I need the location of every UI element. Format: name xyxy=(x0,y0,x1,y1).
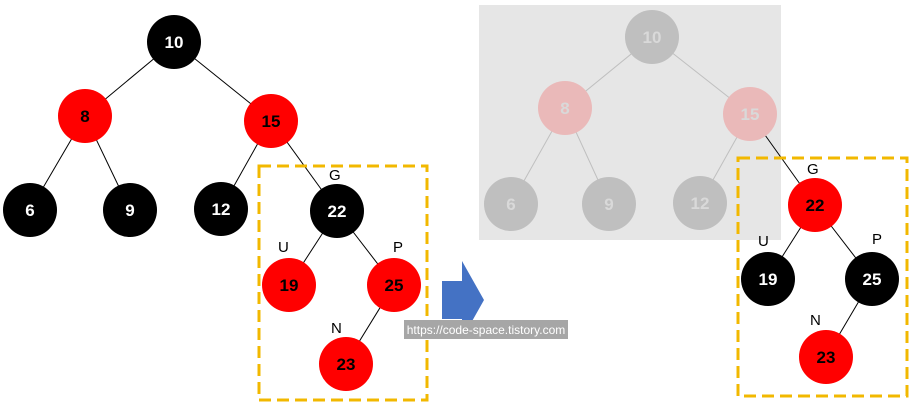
node-label: 6 xyxy=(25,201,34,220)
node-label: 23 xyxy=(817,348,836,367)
after-node-15: 15 xyxy=(723,87,777,141)
node-label: 25 xyxy=(863,270,882,289)
node-label: 10 xyxy=(165,33,184,52)
node-label: 8 xyxy=(560,99,569,118)
node-label: 15 xyxy=(741,105,760,124)
node-label: 10 xyxy=(643,28,662,47)
before-node-9: 9 xyxy=(103,183,157,237)
before-node-10: 10 xyxy=(147,15,201,69)
after-highlight-box xyxy=(736,156,909,398)
tag-parent: P xyxy=(872,231,882,248)
after-node-12: 12 xyxy=(673,176,727,230)
before-node-8: 8 xyxy=(58,89,112,143)
node-label: 25 xyxy=(385,276,404,295)
after-node-8: 8 xyxy=(538,81,592,135)
tag-uncle: U xyxy=(758,233,769,250)
node-label: 23 xyxy=(337,355,356,374)
after-node-25: 25 xyxy=(845,252,899,306)
after-node-10: 10 xyxy=(625,10,679,64)
tag-grandparent: G xyxy=(807,161,819,178)
node-label: 9 xyxy=(125,201,134,220)
before-highlight-box xyxy=(257,164,429,402)
after-node-19: 19 xyxy=(741,252,795,306)
node-label: 22 xyxy=(328,202,347,221)
node-label: 19 xyxy=(759,270,778,289)
before-node-15: 15 xyxy=(244,94,298,148)
tag-new-node: N xyxy=(810,312,821,329)
tag-parent: P xyxy=(393,239,403,256)
tag-uncle: U xyxy=(278,239,289,256)
svg-text:https://code-space.tistory.com: https://code-space.tistory.com xyxy=(407,323,566,337)
before-node-23: 23 xyxy=(319,337,373,391)
node-label: 12 xyxy=(691,194,710,213)
after-node-6: 6 xyxy=(484,177,538,231)
before-node-12: 12 xyxy=(194,182,248,236)
tag-grandparent: G xyxy=(329,167,341,184)
after-node-23: 23 xyxy=(799,330,853,384)
after-node-22: 22 xyxy=(788,178,842,232)
watermark: https://code-space.tistory.com xyxy=(404,320,568,339)
before-node-25: 25 xyxy=(367,258,421,312)
before-node-19: 19 xyxy=(262,258,316,312)
tag-new-node: N xyxy=(331,320,342,337)
node-label: 12 xyxy=(212,200,231,219)
before-node-22: 22 xyxy=(310,184,364,238)
before-node-6: 6 xyxy=(3,183,57,237)
after-tree: 10 8 15 6 9 12 22 19 xyxy=(479,5,909,398)
right-arrow-icon xyxy=(442,261,484,339)
node-label: 15 xyxy=(262,112,281,131)
node-label: 19 xyxy=(280,276,299,295)
after-node-9: 9 xyxy=(582,177,636,231)
node-label: 9 xyxy=(604,195,613,214)
node-label: 6 xyxy=(506,195,515,214)
node-label: 22 xyxy=(806,196,825,215)
before-tree: 10 8 15 6 9 12 22 19 xyxy=(3,15,429,402)
node-label: 8 xyxy=(80,107,89,126)
